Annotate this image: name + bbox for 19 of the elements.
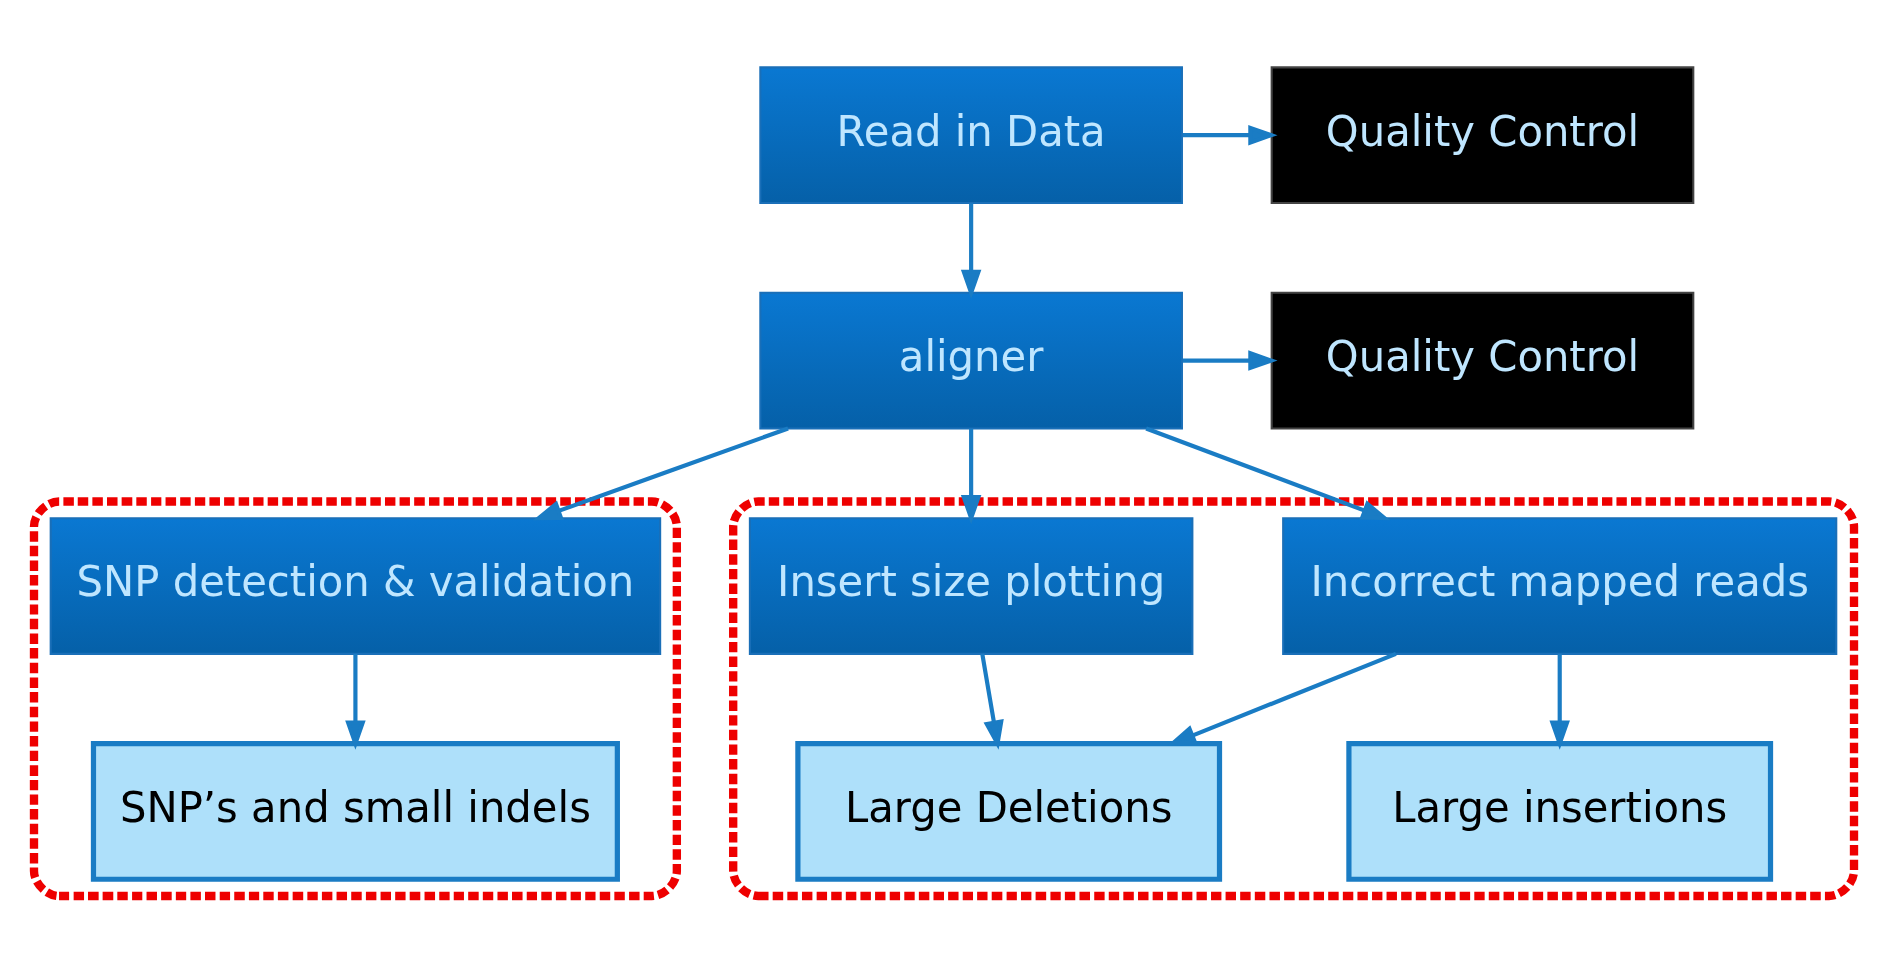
- node-box: SNP detection & validation: [49, 517, 662, 655]
- node-box: Quality Control: [1270, 66, 1695, 205]
- node-box: Read in Data: [759, 66, 1183, 205]
- node-box: Large insertions: [1346, 741, 1774, 882]
- node-box: Quality Control: [1270, 291, 1695, 430]
- arrow: [1549, 653, 1570, 750]
- arrow: [1182, 350, 1278, 371]
- arrow: [1182, 124, 1278, 146]
- arrow: [345, 653, 366, 750]
- arrow: [1145, 426, 1391, 521]
- node-box: Insert size plotting: [748, 517, 1194, 655]
- arrow: [960, 203, 982, 299]
- arrow: [532, 426, 789, 521]
- node-box: SNP’s and small indels: [90, 741, 620, 882]
- node-box: Incorrect mapped reads: [1282, 517, 1838, 655]
- arrow: [960, 428, 982, 525]
- node-box: aligner: [759, 291, 1183, 430]
- arrow: [980, 653, 1004, 750]
- node-box: Large Deletions: [795, 741, 1223, 882]
